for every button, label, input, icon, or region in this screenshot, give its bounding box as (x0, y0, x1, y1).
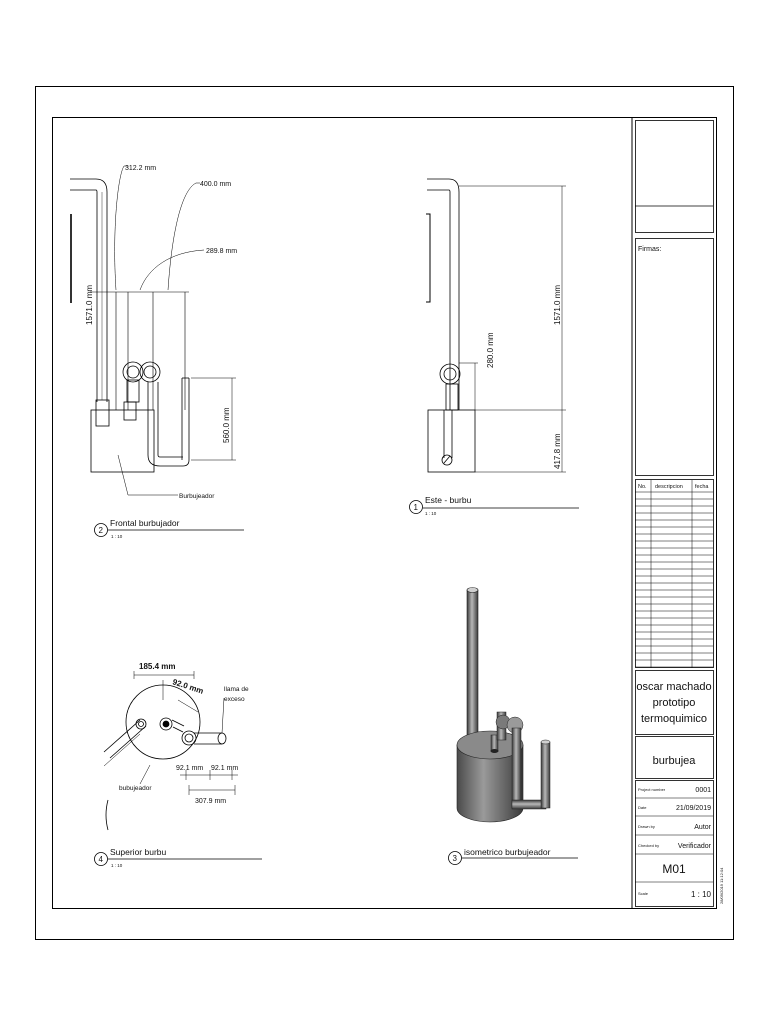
row-label-checked-by: Checked by (638, 843, 659, 848)
view-number-3: 3 (453, 854, 458, 863)
label-bubujeador: bubujeador (119, 785, 152, 792)
dim-280: 280.0 mm (486, 332, 495, 368)
row-value-checked-by: Verificador (678, 843, 712, 850)
view-frontal (70, 165, 244, 537)
firmas-label: Firmas: (638, 246, 661, 253)
project-line-3: termoquimico (641, 713, 707, 725)
dim-289: 289.8 mm (206, 248, 237, 255)
title-block (635, 120, 714, 907)
row-label-drawn-by: Drawn by (638, 824, 655, 829)
view-number-2: 2 (99, 526, 104, 535)
rev-header-descripcion: descripcion (655, 484, 683, 490)
dim-312: 312.2 mm (125, 165, 156, 172)
project-line-1: oscar machado (636, 681, 711, 693)
scale-value: 1 : 10 (691, 890, 712, 899)
view-title-isometrico: isometrico burbujeador (464, 847, 551, 857)
view-number-1: 1 (414, 503, 419, 512)
row-label-date: Date (638, 805, 647, 810)
view-este (409, 178, 579, 514)
dim-560: 560.0 mm (222, 407, 231, 443)
dim-417: 417.8 mm (553, 433, 562, 469)
inner-border (52, 117, 717, 909)
label-burbujeador-frontal: Burbujeador (179, 493, 215, 500)
view-title-este: Este - burbu (425, 495, 472, 505)
rev-header-fecha: fecha (695, 484, 709, 490)
dim-92-1b: 92.1 mm (211, 765, 238, 772)
dim-1571-este: 1571.0 mm (553, 285, 562, 325)
rev-header-no: No. (638, 484, 647, 490)
outer-border (35, 86, 734, 940)
dim-1571-frontal: 1571.0 mm (85, 285, 94, 325)
view-scale-frontal: 1 : 10 (111, 534, 123, 539)
sheet-number: M01 (662, 862, 686, 876)
row-value-project-number: 0001 (695, 787, 711, 794)
view-scale-superior: 1 : 10 (111, 863, 123, 868)
scale-label: Scale (638, 891, 649, 896)
view-number-4: 4 (99, 855, 104, 864)
view-superior (94, 671, 262, 866)
side-timestamp: 28/09/2019 11:12:04 (719, 867, 724, 904)
dim-92-1a: 92.1 mm (176, 765, 203, 772)
project-line-2: prototipo (653, 697, 696, 709)
view-isometrico (448, 587, 578, 865)
dim-185: 185.4 mm (139, 662, 175, 671)
dim-400: 400.0 mm (200, 181, 231, 188)
row-label-project-number: Project number (638, 787, 666, 792)
view-title-frontal: Frontal burbujador (110, 518, 180, 528)
row-value-date: 21/09/2019 (676, 805, 711, 812)
dim-307: 307.9 mm (195, 798, 226, 805)
dim-92-0: 92.0 mm (171, 677, 204, 695)
row-value-drawn-by: Autor (694, 824, 711, 831)
label-exceso: exceso (224, 696, 245, 703)
label-llama-de: llama de (224, 686, 249, 693)
sheet-name: burbujea (653, 755, 697, 767)
view-scale-este: 1 : 10 (425, 511, 437, 516)
view-title-superior: Superior burbu (110, 847, 167, 857)
